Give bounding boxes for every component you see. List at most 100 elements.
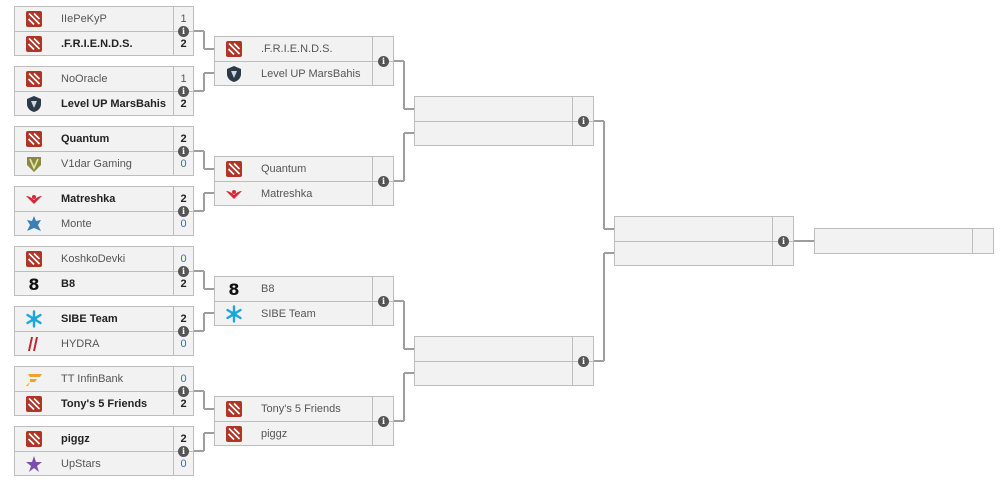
team-name: Level UP MarsBahis — [261, 68, 361, 80]
team-name: B8 — [261, 283, 275, 295]
match-info-icon[interactable]: i — [178, 86, 189, 97]
team-slot[interactable]: Level UP MarsBahis — [215, 61, 393, 85]
match-info-icon[interactable]: i — [178, 326, 189, 337]
team-slot[interactable]: .F.R.I.E.N.D.S. — [215, 37, 393, 61]
team-slot[interactable] — [815, 229, 993, 253]
score-divider — [572, 122, 573, 145]
dota-icon — [225, 160, 243, 178]
dota-icon — [25, 395, 43, 413]
team-slot[interactable] — [615, 241, 793, 265]
match-info-icon[interactable]: i — [178, 266, 189, 277]
match-info-icon[interactable]: i — [178, 446, 189, 457]
team-slot[interactable]: Level UP MarsBahis 2 — [15, 91, 193, 116]
match-r3-1[interactable] — [414, 96, 594, 146]
score-divider — [372, 62, 373, 85]
team-slot[interactable]: piggz — [215, 421, 393, 445]
team-score: 2 — [173, 32, 193, 56]
match-r3-2[interactable] — [414, 336, 594, 386]
team-name: IIePeKyP — [61, 13, 107, 25]
infinbank-icon — [25, 370, 43, 388]
match-info-icon[interactable]: i — [778, 236, 789, 247]
match-info-icon[interactable]: i — [178, 206, 189, 217]
score-divider — [572, 362, 573, 385]
match-info-icon[interactable]: i — [378, 416, 389, 427]
team-slot[interactable]: piggz 2 — [15, 427, 193, 451]
team-slot[interactable]: SIBE Team — [215, 301, 393, 325]
match-info-icon[interactable]: i — [178, 386, 189, 397]
team-score: 0 — [173, 247, 193, 271]
team-slot[interactable]: KoshkoDevki 0 — [15, 247, 193, 271]
match-r1-1[interactable]: IIePeKyP 1.F.R.I.E.N.D.S.2 — [14, 6, 194, 56]
team-slot[interactable] — [615, 217, 793, 241]
score-divider — [372, 302, 373, 325]
team-slot[interactable]: Matreshka — [215, 181, 393, 205]
team-slot[interactable]: Quantum — [215, 157, 393, 181]
match-info-icon[interactable]: i — [178, 146, 189, 157]
matreshka-wings-icon — [25, 190, 43, 208]
level-up-shield-icon — [25, 95, 43, 113]
team-name: piggz — [61, 433, 90, 445]
team-score: 0 — [173, 212, 193, 236]
team-name: .F.R.I.E.N.D.S. — [261, 43, 333, 55]
team-score: 2 — [173, 427, 193, 451]
team-score: 1 — [173, 7, 193, 31]
team-name: Level UP MarsBahis — [61, 98, 166, 110]
match-info-icon[interactable]: i — [378, 296, 389, 307]
match-r5-1[interactable] — [814, 228, 994, 254]
team-slot[interactable]: .F.R.I.E.N.D.S.2 — [15, 31, 193, 56]
team-name: Matreshka — [61, 193, 116, 205]
team-slot[interactable] — [415, 361, 593, 385]
score-divider — [372, 397, 373, 421]
team-slot[interactable]: IIePeKyP 1 — [15, 7, 193, 31]
match-info-icon[interactable]: i — [378, 56, 389, 67]
team-name: KoshkoDevki — [61, 253, 126, 265]
team-slot[interactable] — [415, 337, 593, 361]
match-info-icon[interactable]: i — [178, 26, 189, 37]
hydra-icon — [25, 335, 43, 353]
svg-text:8: 8 — [228, 280, 239, 298]
team-slot[interactable]: Tony's 5 Friends — [215, 397, 393, 421]
team-score: 2 — [173, 272, 193, 296]
score-divider — [572, 97, 573, 121]
team-slot[interactable] — [415, 97, 593, 121]
team-name: SIBE Team — [61, 313, 118, 325]
score-divider — [372, 37, 373, 61]
match-info-icon[interactable]: i — [378, 176, 389, 187]
team-score: 1 — [173, 67, 193, 91]
match-r4-1[interactable] — [614, 216, 794, 266]
match-r2-1[interactable]: .F.R.I.E.N.D.S. Level UP MarsBahis — [214, 36, 394, 86]
match-info-icon[interactable]: i — [578, 116, 589, 127]
dota-icon — [25, 70, 43, 88]
team-score: 2 — [173, 92, 193, 116]
team-slot[interactable] — [415, 121, 593, 145]
match-info-icon[interactable]: i — [578, 356, 589, 367]
team-score: 2 — [173, 127, 193, 151]
score-divider — [572, 337, 573, 361]
dota-icon — [25, 250, 43, 268]
team-slot[interactable]: 8 B8 — [215, 277, 393, 301]
b8-icon: 8 — [25, 275, 43, 293]
score-divider — [372, 157, 373, 181]
